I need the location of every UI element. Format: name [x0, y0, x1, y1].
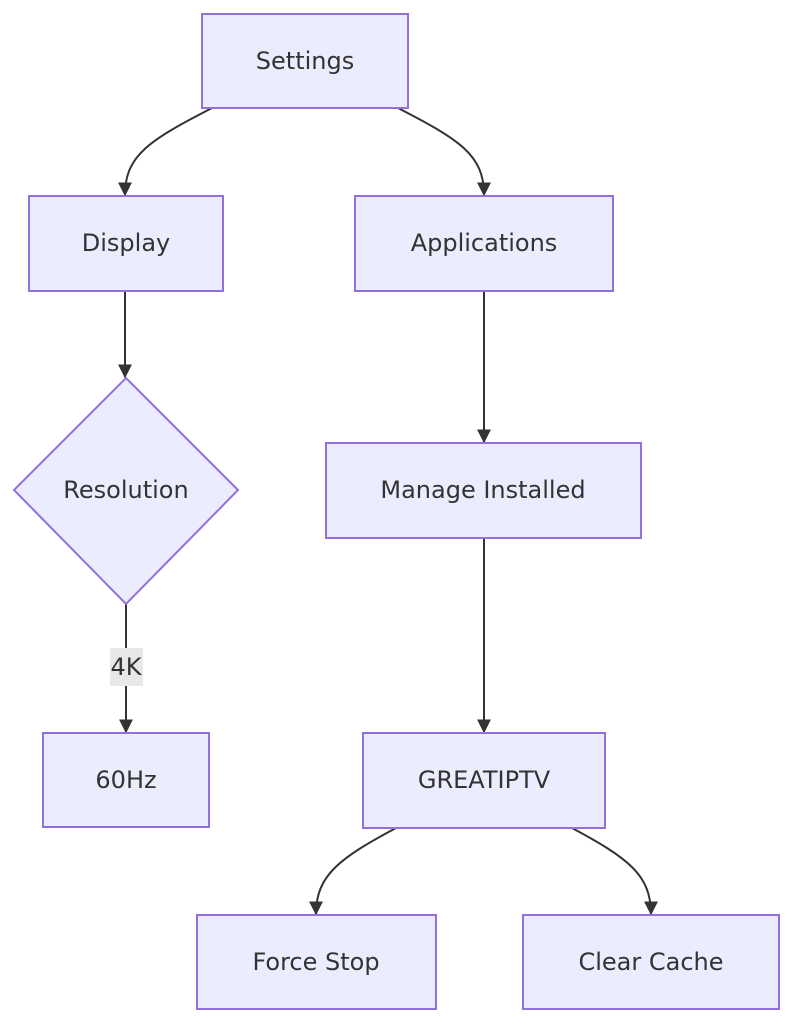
edge-settings-to-applications [397, 107, 491, 197]
edge-settings-to-display [118, 107, 213, 197]
node-resolution: Resolution [12, 376, 240, 606]
node-applications: Applications [354, 195, 614, 292]
node-label-applications: Applications [411, 229, 558, 257]
node-label-resolution: Resolution [63, 476, 188, 504]
node-label-settings: Settings [256, 47, 354, 75]
edge-label-text: 4K [110, 653, 142, 681]
node-label-clear-cache: Clear Cache [578, 948, 723, 976]
node-label-force-stop: Force Stop [252, 948, 379, 976]
node-manage-installed: Manage Installed [325, 442, 642, 539]
node-settings: Settings [201, 13, 409, 109]
node-label-60hz: 60Hz [95, 766, 156, 794]
node-display: Display [28, 195, 224, 292]
node-label-greatiptv: GREATIPTV [418, 766, 551, 794]
edge-label-background [110, 648, 143, 686]
edges [118, 107, 658, 916]
node-greatiptv: GREATIPTV [362, 732, 606, 829]
node-clear-cache: Clear Cache [522, 914, 780, 1010]
node-force-stop: Force Stop [196, 914, 437, 1010]
edge-greatiptv-to-force-stop [309, 827, 397, 916]
node-label-display: Display [82, 229, 170, 257]
node-60hz: 60Hz [42, 732, 210, 828]
edge-label-4k: 4K [110, 648, 143, 686]
node-label-manage-installed: Manage Installed [380, 476, 585, 504]
edge-greatiptv-to-clear-cache [571, 827, 658, 916]
